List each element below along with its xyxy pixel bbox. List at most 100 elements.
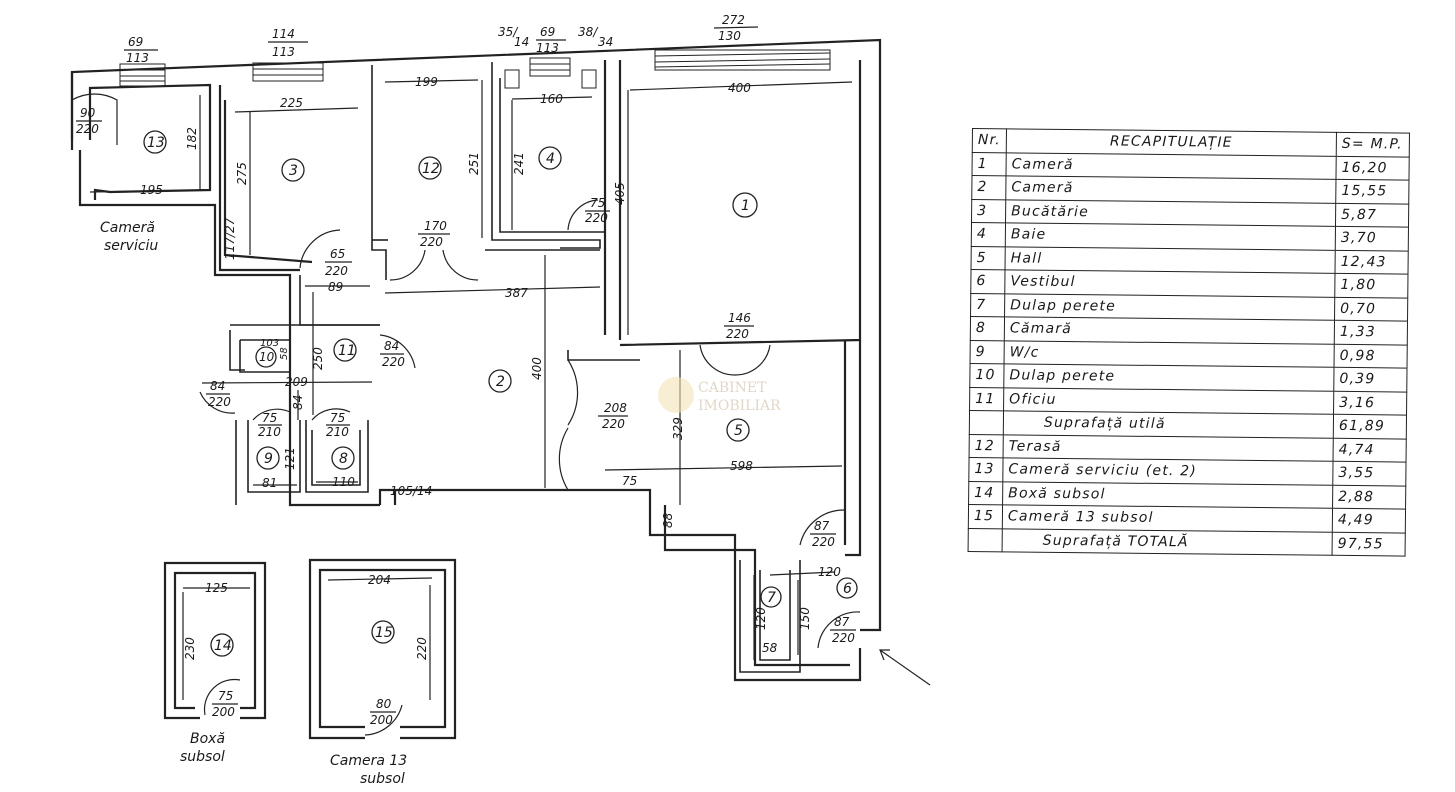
room-5-number: 5 (734, 423, 743, 439)
annex-walls (163, 558, 457, 740)
recap-cell-value: 5,87 (1335, 202, 1409, 228)
recap-header-value: S= M.P. (1336, 132, 1410, 157)
door-90-h: 220 (76, 122, 99, 136)
dim-103: 103 (260, 338, 279, 349)
recap-cell-value: 3,16 (1333, 390, 1407, 416)
caption-boxa-line1: Boxă (190, 731, 225, 747)
door-80-h: 200 (370, 713, 393, 727)
recap-cell-nr: 13 (968, 457, 1004, 482)
recap-cell-value: 3,70 (1335, 226, 1409, 251)
recap-cell-name: Bucătărie (1005, 199, 1336, 227)
dim-w6-top: 272 (722, 13, 745, 27)
dim-125: 125 (205, 581, 228, 595)
dim-89: 89 (328, 280, 343, 294)
dim-105-14: 105/14 (390, 484, 432, 498)
dim-w3-bottom: 14 (514, 35, 529, 49)
dim-w4-bottom: 113 (536, 41, 559, 55)
recap-header-title: RECAPITULAȚIE (1006, 128, 1337, 156)
room-13-number: 13 (147, 135, 165, 151)
dim-387: 387 (505, 286, 528, 300)
dim-220: 220 (415, 637, 429, 660)
recap-cell-name: Boxă subsol (1002, 481, 1333, 509)
recap-cell-nr: 5 (971, 245, 1006, 270)
recap-cell-nr: 1 (972, 152, 1007, 176)
recap-cell-nr: 9 (970, 339, 1005, 364)
room-12-number: 12 (422, 161, 440, 177)
door-84a-w: 84 (384, 339, 399, 353)
room-1-number: 1 (741, 198, 750, 214)
dim-w2-top: 114 (272, 27, 295, 41)
dim-250: 250 (311, 347, 325, 370)
recap-cell-value: 16,20 (1335, 155, 1410, 181)
dim-204: 204 (368, 573, 391, 587)
room-3-number: 3 (289, 163, 298, 179)
recap-cell-nr: 10 (969, 363, 1005, 388)
dim-w4-top: 69 (540, 25, 555, 39)
dim-400-top: 400 (728, 81, 751, 95)
door-208-h: 220 (602, 417, 625, 431)
dim-w6-bottom: 130 (718, 29, 741, 43)
dim-w3-top: 35/ (498, 25, 519, 39)
recap-cell-nr: 7 (970, 292, 1005, 317)
floor-plan-drawing: 69 113 114 113 35/ 14 69 113 38/ 34 272 … (70, 13, 931, 787)
dim-84: 84 (291, 395, 305, 410)
recap-cell-value: 1,80 (1334, 273, 1408, 298)
recap-cell-name: Baie (1005, 222, 1336, 250)
recap-cell-name: W/c (1004, 340, 1335, 368)
dim-w5-top: 38/ (578, 25, 599, 39)
room-11-number: 11 (338, 343, 356, 359)
recap-cell-name: Cameră (1006, 152, 1337, 180)
door-87a-w: 87 (814, 519, 830, 533)
door-208-w: 208 (604, 401, 627, 415)
recap-cell-nr: 3 (971, 199, 1006, 223)
dim-w5-bottom: 34 (598, 35, 613, 49)
dim-195: 195 (140, 183, 163, 197)
dim-w1-top: 69 (128, 35, 143, 49)
recap-header-nr: Nr. (972, 128, 1007, 153)
recap-cell-name: Cameră (1005, 175, 1336, 203)
recap-cell-nr: 2 (971, 175, 1007, 200)
recap-cell-name: Oficiu (1003, 387, 1334, 415)
room-captions: Cameră serviciu Boxă subsol Camera 13 su… (100, 220, 407, 787)
dim-230: 230 (183, 637, 197, 660)
door-146-h: 220 (726, 327, 749, 341)
recap-cell-nr: 12 (969, 433, 1004, 458)
recap-cell-value: 0,98 (1334, 343, 1408, 369)
door-75b-w: 75 (262, 411, 277, 425)
recap-cell-value: 4,74 (1333, 437, 1407, 463)
dim-241: 241 (512, 152, 526, 175)
doors (71, 93, 861, 736)
recap-cell-value: 0,39 (1333, 367, 1408, 392)
recap-cell-nr: 4 (971, 222, 1006, 247)
window-dimension-labels: 69 113 114 113 35/ 14 69 113 38/ 34 272 … (124, 13, 759, 65)
recap-cell-nr: 15 (968, 504, 1003, 529)
door-75a-h: 220 (585, 211, 608, 225)
dimension-lines (89, 79, 853, 700)
dim-598: 598 (730, 459, 753, 473)
door-170-h: 220 (420, 235, 443, 249)
door-75d-h: 200 (212, 705, 235, 719)
room-10-number: 10 (259, 350, 275, 364)
door-75a-w: 75 (590, 196, 605, 210)
door-75c-w: 75 (330, 411, 345, 425)
recap-cell-value: 15,55 (1335, 179, 1409, 204)
recap-cell-nr: 6 (970, 269, 1006, 294)
door-90-w: 90 (80, 106, 96, 120)
dim-199: 199 (415, 75, 438, 89)
caption-boxa-line2: subsol (180, 749, 225, 765)
recap-cell-name: Dulap perete (1003, 363, 1335, 391)
windows (119, 49, 831, 89)
recap-cell-value: 0,70 (1334, 296, 1408, 322)
dim-275: 275 (235, 162, 249, 185)
dim-182: 182 (185, 127, 199, 150)
dim-329: 329 (671, 417, 685, 440)
door-75b-h: 210 (258, 425, 281, 439)
recap-cell-nr: 11 (969, 386, 1004, 411)
recap-cell-name: Dulap perete (1004, 293, 1335, 321)
recap-cell-name: Cameră 13 subsol (1002, 504, 1333, 532)
recap-cell-nr: 8 (970, 316, 1005, 341)
recap-cell-value: 2,88 (1332, 484, 1406, 510)
